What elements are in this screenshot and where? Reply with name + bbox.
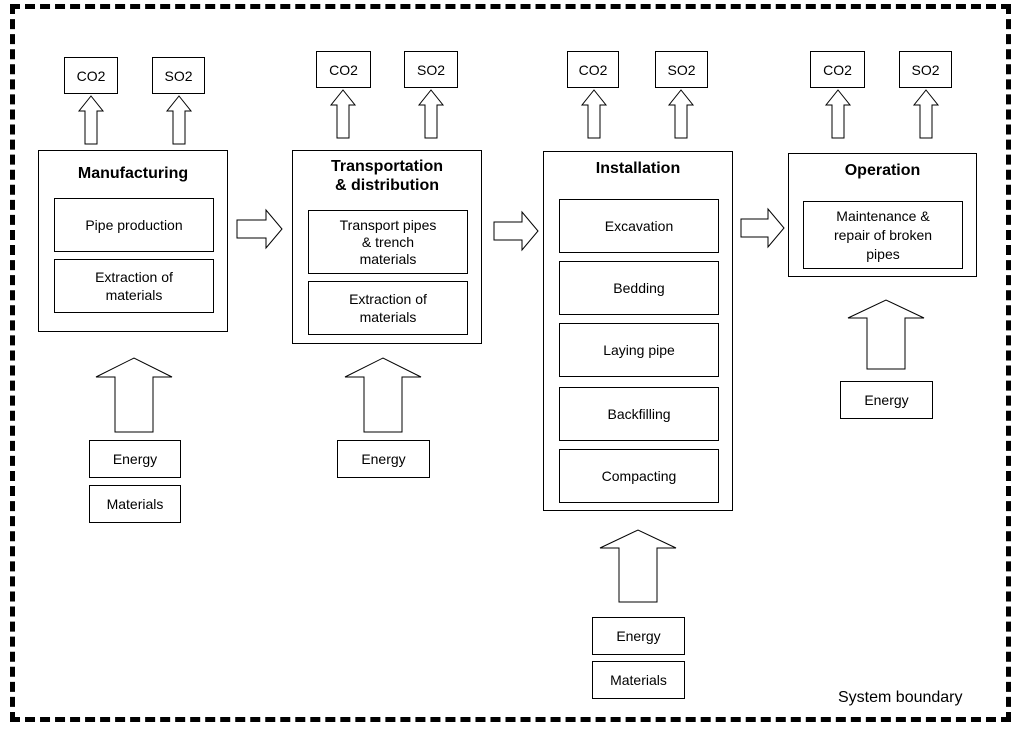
stage-3-co2-arrow — [580, 89, 608, 139]
stage-3-input-arrow — [599, 529, 677, 603]
stage-2-so2-box: SO2 — [404, 51, 458, 88]
title-line: Installation — [595, 160, 681, 177]
step-label: Backfilling — [607, 406, 671, 422]
flow-arrow-2 — [493, 210, 539, 252]
title-line: & distribution — [335, 177, 439, 194]
laying-pipe-step: Laying pipe — [559, 323, 719, 377]
system-boundary-label: System boundary — [838, 689, 963, 706]
stage-3-so2-arrow — [667, 89, 695, 139]
installation-title: Installation — [544, 159, 732, 178]
pipe-production-step: Pipe production — [54, 198, 214, 252]
step-label-line: materials — [359, 309, 417, 325]
system-boundary — [10, 4, 1011, 722]
step-label-line: materials — [105, 287, 163, 303]
stage-1-input-arrow — [95, 357, 173, 433]
stage-3-energy-input: Energy — [592, 617, 685, 655]
stage-1-energy-input: Energy — [89, 440, 181, 478]
step-label-line: pipes — [866, 245, 900, 262]
stage-2-co2-box: CO2 — [316, 51, 371, 88]
manufacturing-title: Manufacturing — [39, 164, 227, 183]
stage-2-so2-arrow — [417, 89, 445, 139]
step-label-line: Maintenance & — [836, 207, 930, 224]
bedding-step: Bedding — [559, 261, 719, 315]
backfilling-step: Backfilling — [559, 387, 719, 441]
stage-2-co2-arrow — [329, 89, 357, 139]
excavation-step: Excavation — [559, 199, 719, 253]
stage-3-so2-box: SO2 — [655, 51, 708, 88]
stage-1-co2-arrow — [77, 95, 105, 145]
step-label-line: Extraction of — [349, 291, 427, 307]
operation-title: Operation — [789, 161, 976, 180]
title-line: Manufacturing — [77, 165, 189, 182]
step-label: Bedding — [613, 280, 665, 296]
transport-extraction-step: Extraction of materials — [308, 281, 468, 335]
extraction-of-materials-step: Extraction of materials — [54, 259, 214, 313]
stage-3-materials-input: Materials — [592, 661, 685, 699]
step-label-line: materials — [359, 250, 417, 267]
step-label-line: & trench — [361, 233, 415, 250]
step-label: Laying pipe — [603, 342, 675, 358]
stage-4-energy-input: Energy — [840, 381, 933, 419]
flow-arrow-1 — [236, 208, 283, 250]
stage-1-so2-arrow — [165, 95, 193, 145]
step-label-line: Transport pipes — [339, 216, 437, 233]
stage-4-input-arrow — [847, 299, 925, 370]
stage-1-co2-box: CO2 — [64, 57, 118, 94]
stage-2-energy-input: Energy — [337, 440, 430, 478]
step-label: Pipe production — [85, 217, 183, 233]
stage-4-co2-box: CO2 — [810, 51, 865, 88]
stage-3-co2-box: CO2 — [567, 51, 619, 88]
stage-4-so2-box: SO2 — [899, 51, 952, 88]
title-line: Transportation — [330, 158, 443, 175]
stage-1-so2-box: SO2 — [152, 57, 205, 94]
compacting-step: Compacting — [559, 449, 719, 503]
flow-arrow-3 — [740, 207, 785, 249]
stage-4-so2-arrow — [912, 89, 940, 139]
step-label-line: repair of broken — [833, 226, 933, 243]
step-label: Excavation — [604, 218, 674, 234]
stage-1-materials-input: Materials — [89, 485, 181, 523]
transportation-title: Transportation & distribution — [293, 157, 481, 195]
step-label-line: Extraction of — [95, 269, 173, 285]
maintenance-repair-step: Maintenance & repair of broken pipes — [803, 201, 963, 269]
stage-2-input-arrow — [344, 357, 422, 433]
step-label: Compacting — [601, 468, 677, 484]
title-line: Operation — [844, 162, 921, 179]
stage-4-co2-arrow — [824, 89, 852, 139]
